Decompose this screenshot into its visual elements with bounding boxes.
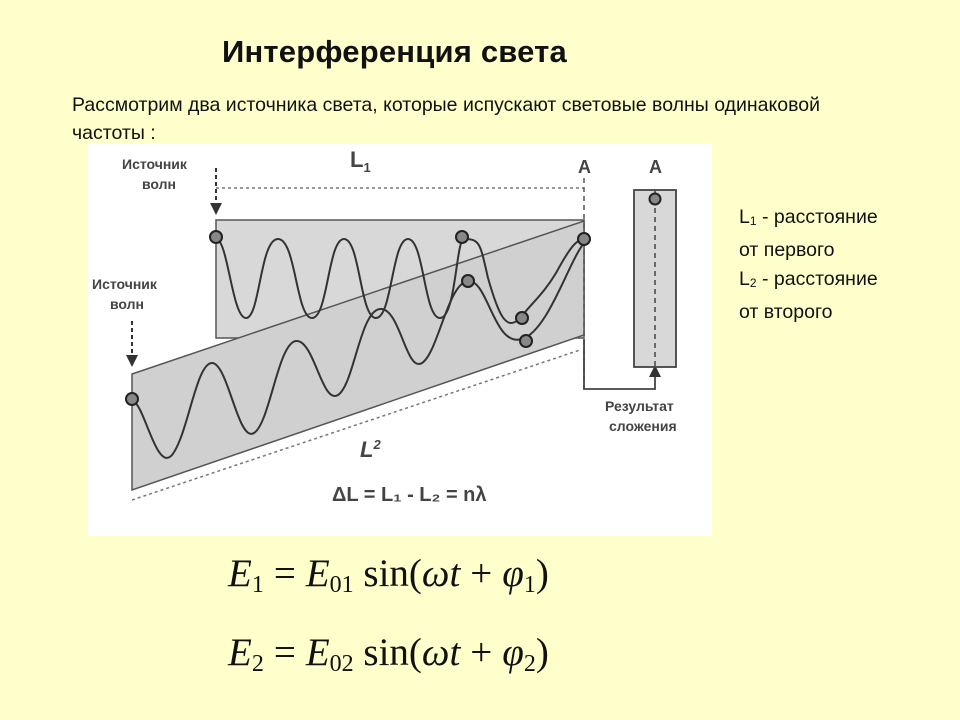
particle [648, 192, 662, 206]
result-arrow-head [649, 365, 661, 377]
particle [125, 392, 139, 406]
legend-l1: L1 - расстояние от первого [739, 206, 878, 261]
formula-e1: E1=E01 sin(ωt+φ1) [228, 552, 549, 598]
result-label-line2: сложения [609, 418, 677, 434]
slide-title: Интерференция света [222, 34, 567, 69]
formula-e2: E2=E02 sin(ωt+φ2) [228, 631, 549, 677]
delta-l-formula: ΔL = L₁ - L₂ = nλ [332, 484, 487, 506]
source-2-label-line1: Источник [92, 276, 158, 292]
source-1-label-line2: волн [142, 176, 176, 192]
source-2-arrow-head [126, 355, 138, 367]
l2-dotted-line [131, 349, 581, 501]
interference-diagram: Источник волн Источник волн L1 L2 A A Ре… [88, 143, 712, 536]
legend: L1 - расстояние от первого L2 - расстоян… [739, 203, 878, 327]
a-label-right: A [649, 157, 662, 177]
intro-text: Рассмотрим два источника света, которые … [72, 94, 820, 144]
particle [209, 230, 223, 244]
wave-2 [131, 242, 585, 459]
l2-label: L2 [360, 437, 381, 462]
source-2-label-line2: волн [110, 296, 144, 312]
source-1-label-line1: Источник [122, 156, 188, 172]
source-1-arrow-head [210, 203, 222, 215]
particle [515, 311, 529, 325]
result-label-line1: Результат [605, 398, 674, 414]
result-column [633, 189, 677, 368]
legend-l2: L2 - расстояние от второго [739, 268, 878, 323]
a-label-left: A [578, 157, 591, 177]
l1-label: L1 [350, 147, 371, 175]
particle [461, 274, 475, 288]
particle [577, 232, 591, 246]
particle [519, 334, 533, 348]
particle [455, 230, 469, 244]
result-connector [583, 339, 656, 390]
wave-1 [215, 237, 585, 325]
